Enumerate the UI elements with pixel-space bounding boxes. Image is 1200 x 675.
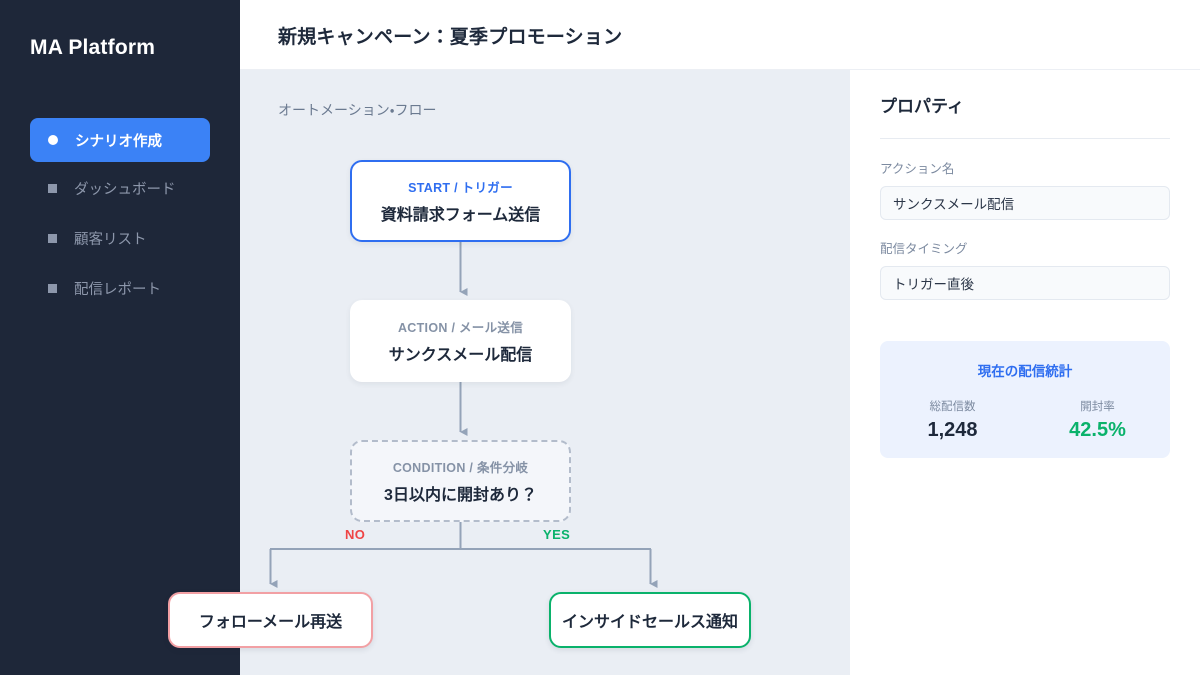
sidebar: MA Platform シナリオ作成 ダッシュボード 顧客リスト 配信レポート: [0, 0, 240, 675]
stat-open-rate: 開封率 42.5%: [1025, 398, 1170, 442]
sidebar-item-label: 配信レポート: [74, 281, 161, 298]
delivery-stats-card: 現在の配信統計 総配信数 1,248 開封率 42.5%: [880, 341, 1170, 458]
stat-value: 1,248: [927, 419, 978, 441]
action-name-input[interactable]: サンクスメール配信: [880, 186, 1170, 220]
flow-node-kicker: ACTION / メール送信: [397, 321, 524, 335]
sidebar-item-label: 顧客リスト: [74, 231, 147, 248]
stat-total-deliveries: 総配信数 1,248: [880, 398, 1025, 442]
flow-node-kicker: CONDITION / 条件分岐: [392, 461, 529, 475]
square-icon: [48, 183, 57, 193]
square-icon: [48, 283, 57, 293]
square-icon: [48, 233, 57, 243]
page-title: 新規キャンペーン：夏季プロモーション: [278, 27, 623, 48]
flow-node-title: サンクスメール配信: [388, 347, 533, 364]
flow-node-condition[interactable]: CONDITION / 条件分岐 3日以内に開封あり？: [350, 440, 571, 522]
app-brand: MA Platform: [30, 36, 156, 59]
flow-node-start[interactable]: START / トリガー 資料請求フォーム送信: [350, 160, 571, 242]
branch-label-no: NO: [345, 527, 366, 542]
sidebar-item-label: シナリオ作成: [75, 133, 162, 150]
delivery-timing-input[interactable]: トリガー直後: [880, 266, 1170, 300]
flow-canvas[interactable]: オートメーション・フロー START / トリガー 資料請求フォーム送信: [168, 70, 850, 675]
sidebar-item-label: ダッシュボード: [74, 181, 176, 198]
sidebar-item-customer-list[interactable]: 顧客リスト: [30, 218, 210, 258]
page-header: 新規キャンペーン：夏季プロモーション: [240, 0, 1200, 70]
delivery-stats-title: 現在の配信統計: [977, 364, 1073, 379]
sidebar-nav: シナリオ作成 ダッシュボード 顧客リスト 配信レポート: [0, 118, 240, 318]
branch-label-yes: YES: [543, 527, 571, 542]
flow-node-no-branch[interactable]: フォローメール再送: [168, 592, 373, 648]
stat-label: 開封率: [1080, 401, 1115, 413]
stat-label: 総配信数: [929, 401, 976, 413]
delivery-timing-label: 配信タイミング: [880, 242, 968, 256]
properties-panel-title: プロパティ: [880, 97, 964, 116]
sidebar-item-delivery-report[interactable]: 配信レポート: [30, 268, 210, 308]
dot-icon: [48, 135, 58, 145]
properties-panel: プロパティ アクション名 サンクスメール配信 配信タイミング トリガー直後 現在…: [850, 70, 1200, 675]
stat-value: 42.5%: [1069, 419, 1126, 441]
flow-node-title: フォローメール再送: [198, 614, 343, 631]
sidebar-item-dashboard[interactable]: ダッシュボード: [30, 168, 210, 208]
flow-node-title: 3日以内に開封あり？: [384, 487, 537, 504]
canvas-section-label: オートメーション・フロー: [278, 102, 437, 118]
flow-node-kicker: START / トリガー: [408, 181, 513, 195]
flow-node-title: 資料請求フォーム送信: [380, 207, 541, 224]
action-name-label: アクション名: [880, 162, 955, 176]
flow-node-yes-branch[interactable]: インサイドセールス通知: [549, 592, 751, 648]
sidebar-item-scenario-builder[interactable]: シナリオ作成: [30, 118, 210, 162]
flow-node-action[interactable]: ACTION / メール送信 サンクスメール配信: [350, 300, 571, 382]
divider: [880, 138, 1170, 139]
flow-node-title: インサイドセールス通知: [561, 614, 738, 631]
